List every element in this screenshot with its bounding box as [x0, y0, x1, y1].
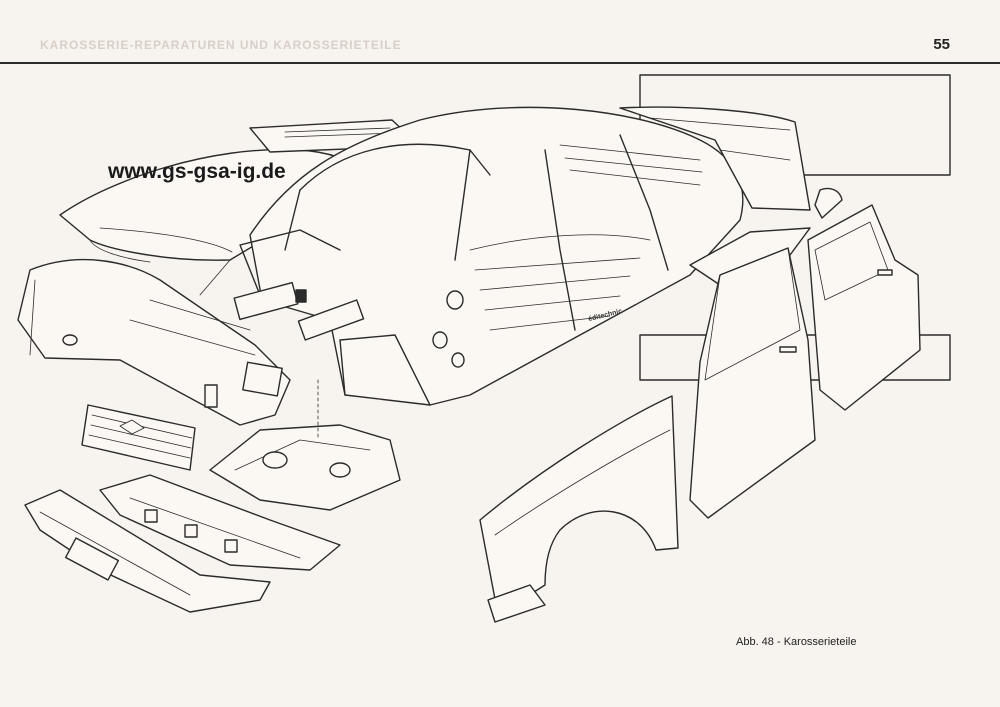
front-subframe-part — [209, 379, 401, 511]
watermark-url: www.gs-gsa-ig.de — [108, 160, 286, 183]
lower-crossmember-part — [99, 474, 341, 571]
rear-door-part — [807, 204, 921, 411]
figure-caption: Abb. 48 - Karosserieteile — [736, 636, 857, 648]
bleed-through-header: KAROSSERIE-REPARATUREN UND KAROSSERIETEI… — [40, 38, 402, 52]
rear-hatch-part — [619, 106, 843, 219]
front-panel-part — [17, 259, 291, 426]
front-bumper-part — [24, 489, 271, 613]
radiator-grille-part — [81, 404, 196, 471]
front-fender-part — [479, 395, 679, 623]
header-rule — [0, 62, 1000, 64]
body-shell — [233, 106, 744, 406]
front-door-part — [689, 247, 816, 519]
page-number: 55 — [933, 36, 950, 53]
rear-sill-part — [689, 227, 811, 286]
